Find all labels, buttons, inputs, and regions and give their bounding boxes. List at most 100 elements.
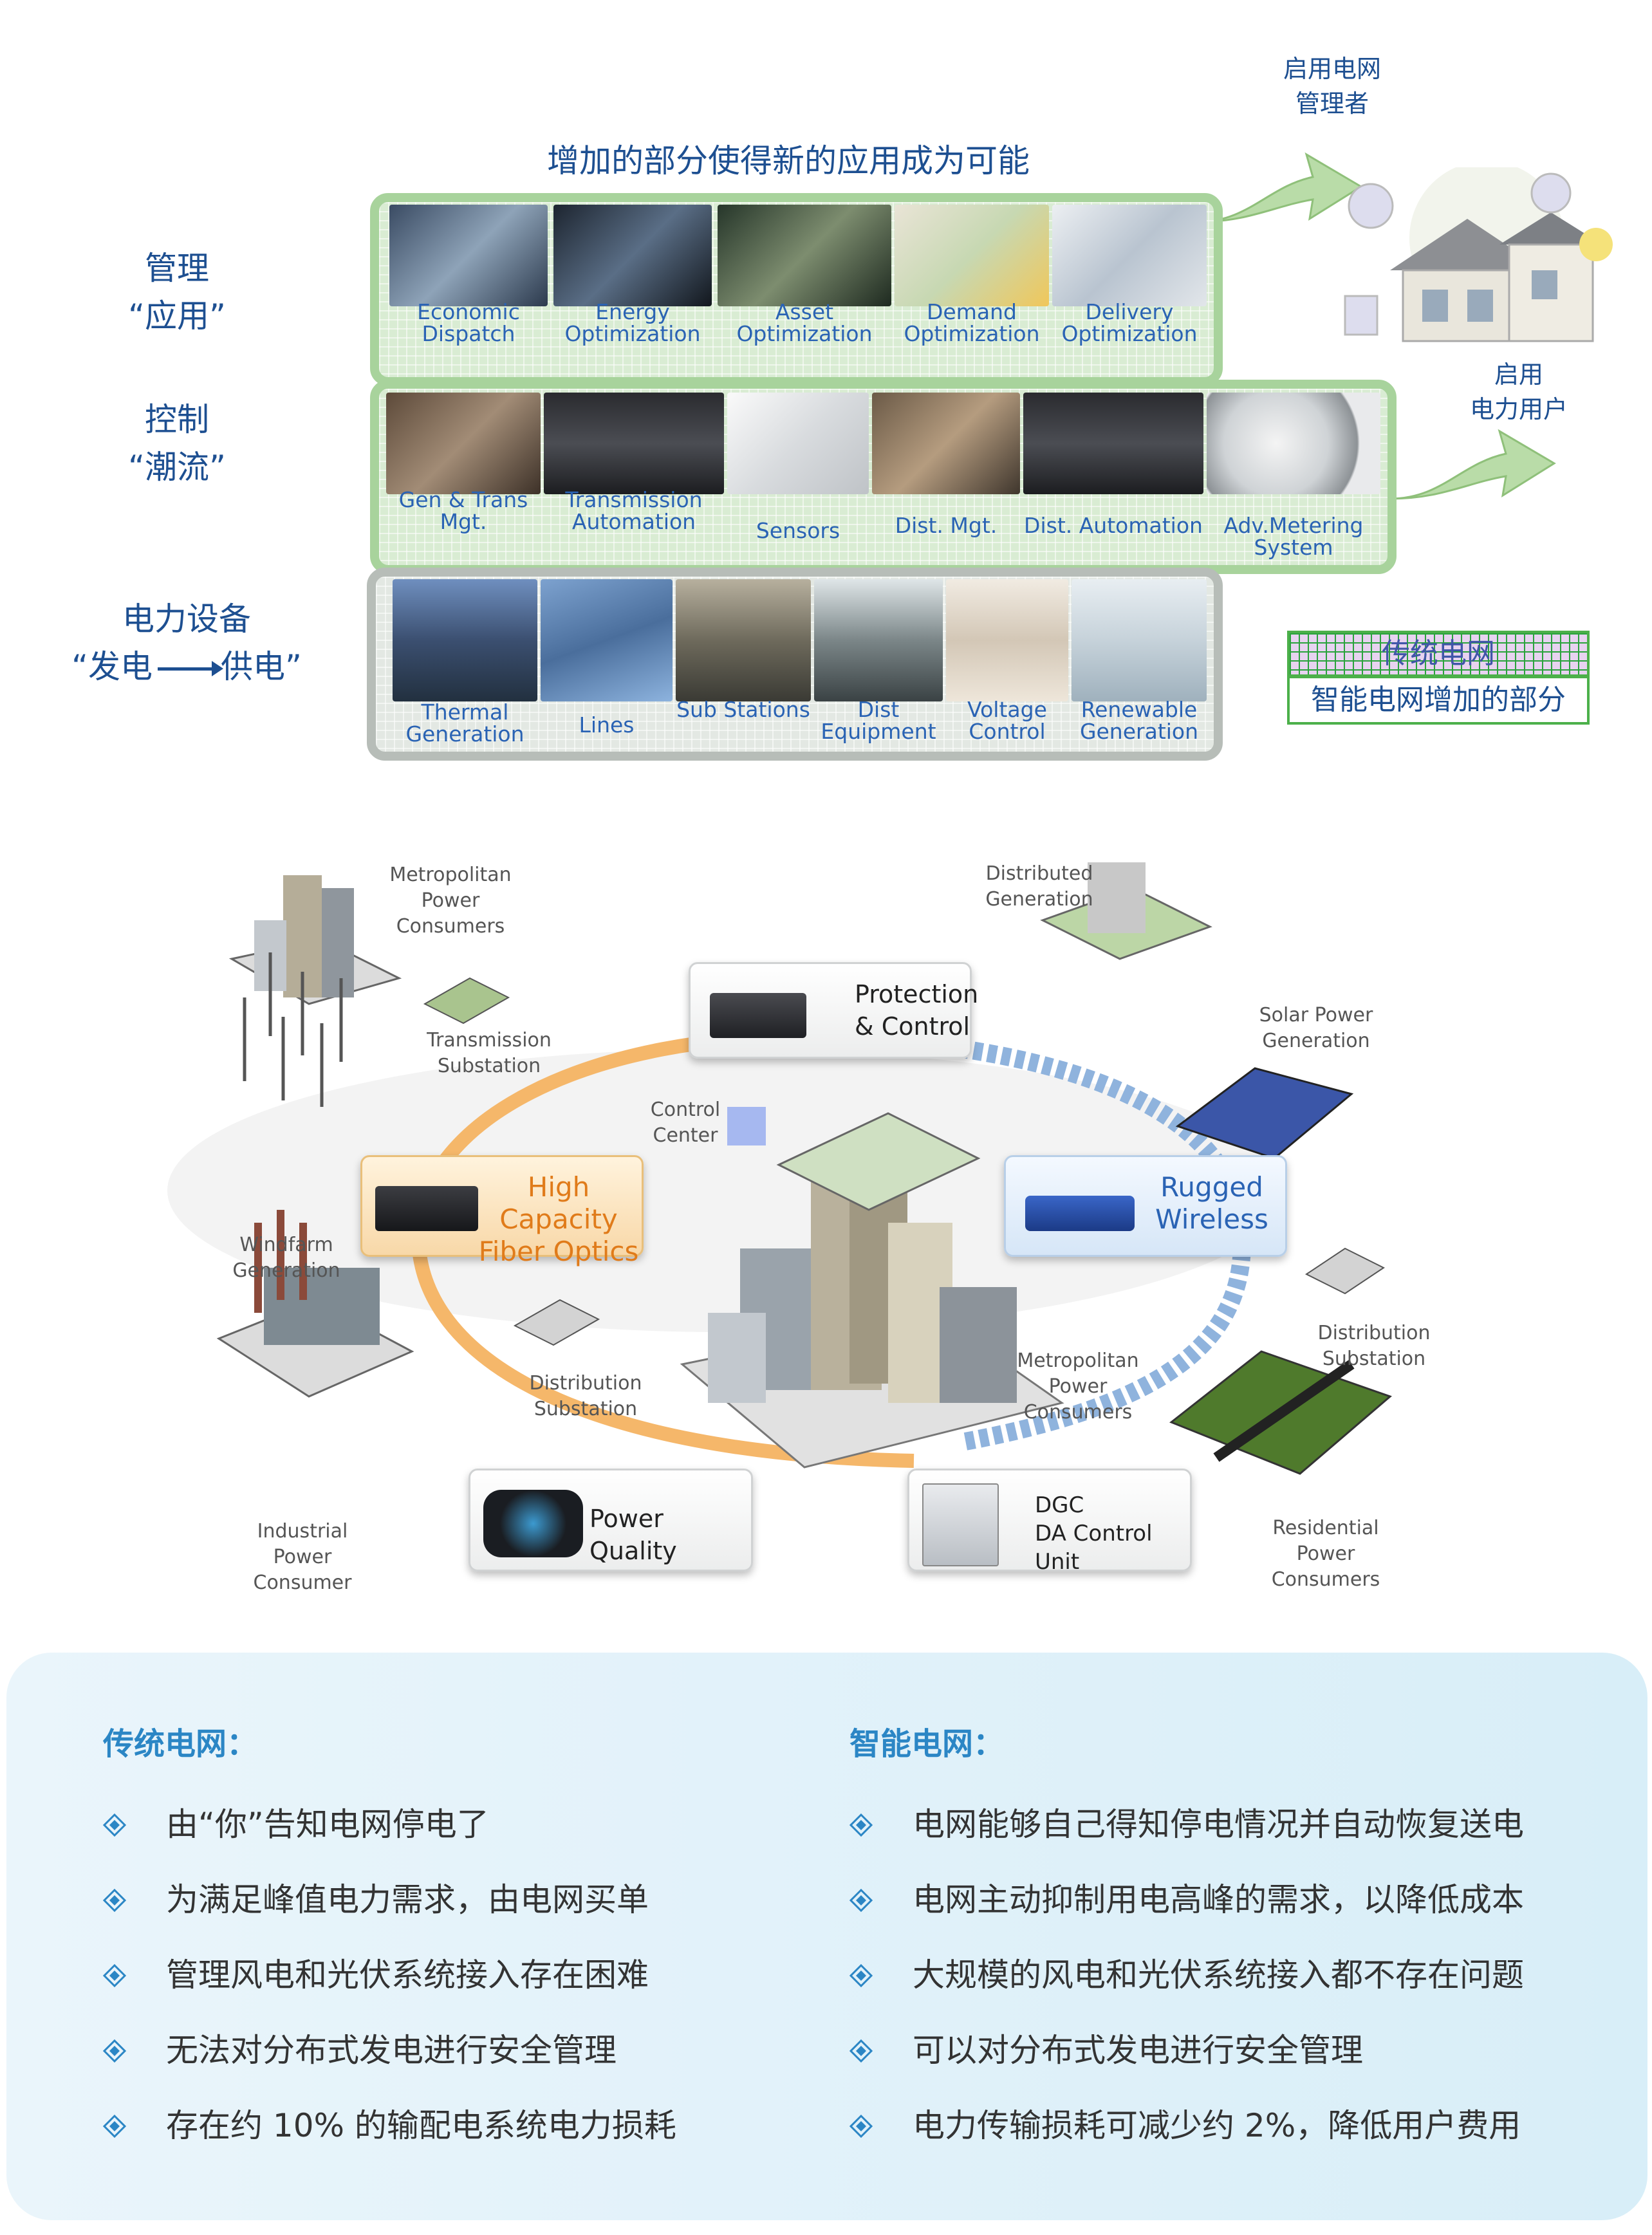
tile-sub-stations: Sub Stations	[676, 579, 811, 721]
traditional-grid-title: 传统电网：	[103, 1726, 258, 1762]
tile-adv-metering: Adv.Metering System	[1207, 393, 1380, 559]
diamond-bullet-icon	[849, 1813, 873, 1837]
list-item: 无法对分布式发电进行安全管理	[103, 2028, 843, 2073]
enable-manager-label: 启用电网 管理者	[1283, 55, 1381, 118]
tile-dist-equipment: Dist Equipment	[814, 579, 943, 743]
label-metro-center: Metropolitan Power Consumers	[1017, 1349, 1139, 1424]
list-item-text: 电网能够自己得知停电情况并自动恢复送电	[913, 1806, 1524, 1843]
list-item-text: 可以对分布式发电进行安全管理	[913, 2032, 1363, 2069]
diamond-bullet-icon	[103, 1889, 126, 1912]
callout-fiber-optics: High Capacity Fiber Optics	[360, 1155, 644, 1267]
windfarm-illustration	[243, 952, 343, 1107]
layers-title: 增加的部分使得新的应用成为可能	[547, 142, 1030, 180]
list-item-text: 存在约 10% 的输配电系统电力损耗	[166, 2107, 676, 2144]
label-distribution-substation-right: Distribution Substation	[1317, 1322, 1431, 1370]
industrial-illustration	[216, 1210, 414, 1398]
diamond-bullet-icon	[849, 1889, 873, 1912]
comparison-panel	[6, 1653, 1647, 2220]
label-distribution-substation-left: Distribution Substation	[529, 1372, 642, 1420]
list-item: 管理风电和光伏系统接入存在困难	[103, 1952, 843, 1998]
legend-traditional: 传统电网	[1287, 631, 1590, 677]
fiber-device-icon	[375, 1186, 478, 1231]
sensor-device-photo	[727, 393, 869, 494]
relay-device-photo	[544, 393, 724, 494]
side-label-equipment: 电力设备 “发电供电”	[71, 600, 302, 685]
arrow-up-right-icon	[1197, 152, 1363, 223]
tile-lines: Lines	[541, 579, 673, 736]
dgc-text: DGC DA Control Unit	[1035, 1492, 1153, 1575]
list-item-text: 电力传输损耗可减少约 2%，降低用户费用	[913, 2107, 1521, 2144]
tile-delivery-optimization: Delivery Optimization	[1052, 205, 1207, 345]
operations-center-photo	[718, 205, 891, 306]
tile-thermal-generation: Thermal Generation	[393, 579, 537, 745]
diamond-bullet-icon	[103, 1964, 126, 1987]
tile-demand-optimization: Demand Optimization	[895, 205, 1049, 345]
diamond-bullet-icon	[849, 2039, 873, 2063]
engineers-photo	[872, 393, 1020, 494]
list-item-text: 由“你”告知电网停电了	[166, 1806, 489, 1843]
list-item-text: 电网主动抑制用电高峰的需求，以降低成本	[913, 1881, 1524, 1918]
label-control-center: Control Center	[650, 1099, 721, 1147]
central-substation-shape	[776, 1112, 981, 1211]
control-center-shape	[727, 1107, 766, 1145]
operators-photo	[386, 393, 541, 494]
distribution-substation-right-shape	[1305, 1247, 1385, 1295]
control-room-photo	[389, 205, 548, 306]
tile-sensors: Sensors	[727, 393, 869, 542]
legend-smart-added: 智能电网增加的部分	[1287, 676, 1590, 725]
tile-transmission-automation: Transmission Automation	[544, 393, 724, 533]
controller-device-photo	[1023, 393, 1203, 494]
list-item-text: 大规模的风电和光伏系统接入都不存在问题	[913, 1956, 1524, 1994]
label-solar: Solar Power Generation	[1259, 1004, 1373, 1052]
callout-dgc-unit: DGC DA Control Unit	[907, 1469, 1192, 1575]
list-item-text: 无法对分布式发电进行安全管理	[166, 2032, 617, 2069]
transmission-substation-shape	[423, 977, 510, 1025]
map-photo	[895, 205, 1049, 306]
tile-dist-automation: Dist. Automation	[1023, 393, 1203, 537]
callout-rugged-wireless: Rugged Wireless	[1004, 1155, 1287, 1257]
power-quality-meter-icon	[483, 1490, 583, 1557]
distribution-substation-left-shape	[513, 1299, 600, 1346]
relay-device-icon	[710, 993, 806, 1038]
tile-voltage-control: Voltage Control	[946, 579, 1068, 743]
house-illustration	[1344, 167, 1613, 342]
screens-photo	[553, 205, 712, 306]
network-map-photo	[1052, 205, 1207, 306]
control-cabinet-icon	[922, 1483, 999, 1566]
label-industrial: Industrial Power Consumer	[253, 1520, 352, 1594]
enable-user-label: 启用 电力用户	[1469, 360, 1568, 423]
list-item: 为满足峰值电力需求，由电网买单	[103, 1877, 843, 1922]
callout-protection-control: Protection & Control	[689, 962, 978, 1059]
arrow-up-right-icon	[1390, 429, 1556, 500]
solar-illustration	[1175, 1067, 1354, 1160]
diamond-bullet-icon	[103, 1813, 126, 1837]
list-item: 电网能够自己得知停电情况并自动恢复送电	[849, 1802, 1590, 1847]
list-item: 存在约 10% 的输配电系统电力损耗	[103, 2103, 843, 2148]
label-transmission-substation: Transmission Substation	[427, 1029, 552, 1077]
distributed-generation-illustration	[1040, 862, 1212, 960]
smart-grid-title: 智能电网：	[849, 1726, 1005, 1762]
list-item: 电力传输损耗可减少约 2%，降低用户费用	[849, 2103, 1590, 2148]
label-metro-top: Metropolitan Power Consumers	[389, 864, 512, 938]
tile-asset-optimization: Asset Optimization	[718, 205, 891, 345]
diamond-bullet-icon	[849, 1964, 873, 1987]
tile-renewable-generation: Renewable Generation	[1072, 579, 1207, 743]
diamond-bullet-icon	[103, 2115, 126, 2138]
list-item: 大规模的风电和光伏系统接入都不存在问题	[849, 1952, 1590, 1998]
transformer-photo	[814, 579, 943, 701]
side-label-control: 控制 “潮流”	[128, 401, 226, 486]
power-plant-photo	[393, 579, 537, 701]
tile-economic-dispatch: Economic Dispatch	[389, 205, 548, 345]
list-item: 可以对分布式发电进行安全管理	[849, 2028, 1590, 2073]
callout-power-quality: Power Quality	[469, 1469, 753, 1572]
list-item-text: 管理风电和光伏系统接入存在困难	[166, 1956, 649, 1994]
voltage-device-photo	[946, 579, 1068, 701]
arrow-right-icon	[158, 661, 223, 676]
tile-dist-mgt: Dist. Mgt.	[872, 393, 1020, 537]
substation-photo	[676, 579, 811, 701]
label-residential: Residential Power Consumers	[1271, 1517, 1380, 1591]
list-item: 由“你”告知电网停电了	[103, 1802, 843, 1847]
diamond-bullet-icon	[103, 2039, 126, 2063]
list-item: 电网主动抑制用电高峰的需求，以降低成本	[849, 1877, 1590, 1922]
side-label-management: 管理 “应用”	[128, 250, 226, 335]
